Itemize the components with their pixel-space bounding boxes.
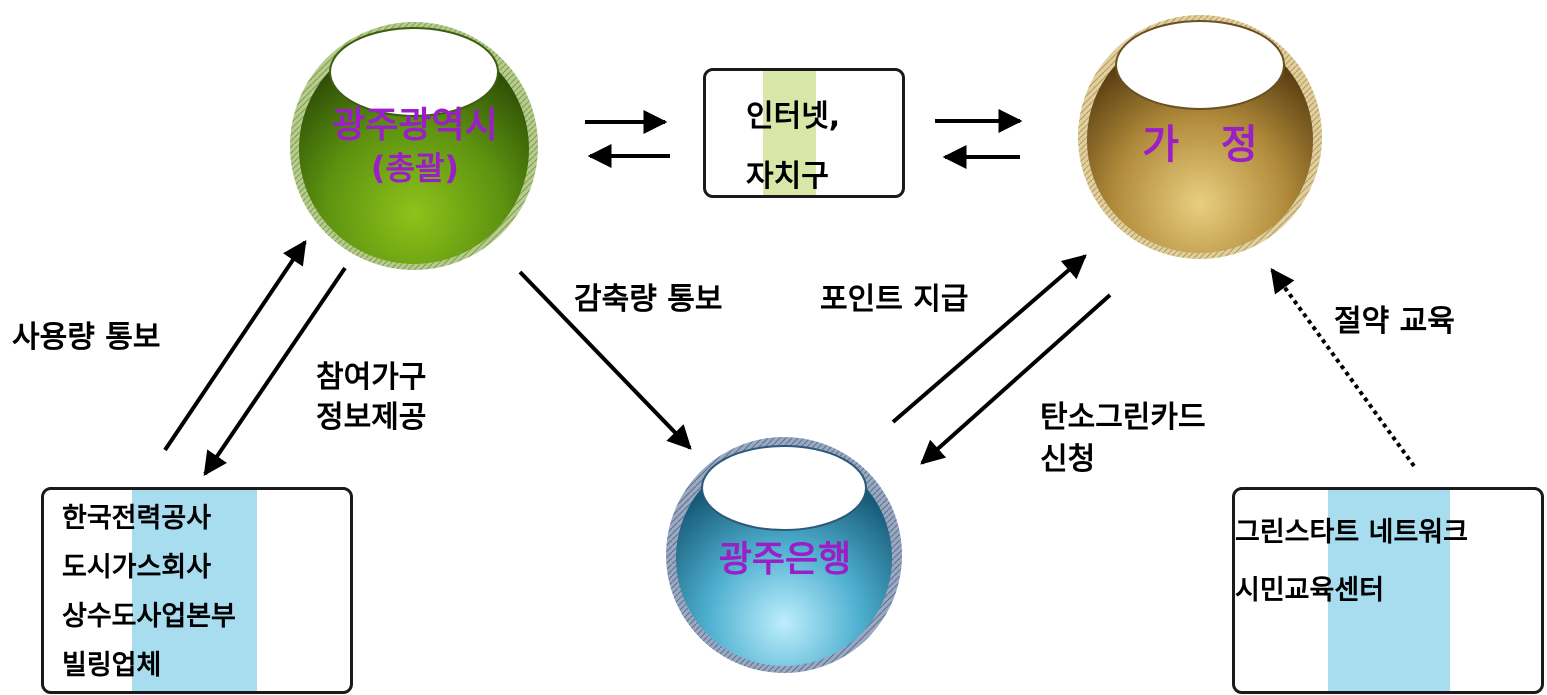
arrow-city-to-bank [518,270,692,450]
arrow-home-to-bank [920,293,1112,465]
label-card-application-1: 탄소그린카드 [1040,400,1206,435]
label-reduction-notice: 감축량 통보 [574,282,723,317]
education-box-line-2: 시민교육센터 [1235,575,1385,606]
home-node [1078,15,1322,259]
label-household-info-2: 정보제공 [316,400,427,435]
home-node-title: 가 정 [1142,122,1258,168]
internet-box-line-1: 인터넷, [746,99,841,134]
utilities-box: 한국전력공사 도시가스회사 상수도사업본부 빌링업체 [41,487,353,694]
bank-node-title: 광주은행 [718,539,852,580]
label-usage-notice: 사용량 통보 [12,320,161,355]
city-node [290,22,538,270]
utilities-box-line-1: 한국전력공사 [62,503,212,534]
label-card-application-2: 신청 [1040,442,1096,477]
label-saving-education: 절약 교육 [1334,304,1455,339]
internet-box-line-2: 자치구 [746,159,829,194]
label-household-info-1: 참여가구 [316,360,427,395]
arrow-bank-to-home [891,254,1087,424]
utilities-box-line-3: 상수도사업본부 [62,601,236,632]
education-box: 그린스타트 네트워크 시민교육센터 [1232,487,1544,694]
arrow-education-to-home [1270,268,1416,468]
city-node-subtitle: (총괄) [370,149,460,187]
internet-box: 인터넷, 자치구 [703,68,905,198]
arrow-city-to-utilities [203,266,347,476]
education-box-line-1: 그린스타트 네트워크 [1235,517,1468,548]
utilities-box-line-4: 빌링업체 [62,650,162,681]
utilities-box-line-2: 도시가스회사 [62,552,212,583]
city-node-title: 광주광역시 [332,105,498,146]
bank-node [666,437,902,673]
arrow-utilities-to-city [163,240,307,452]
label-point-payment: 포인트 지급 [820,282,969,317]
